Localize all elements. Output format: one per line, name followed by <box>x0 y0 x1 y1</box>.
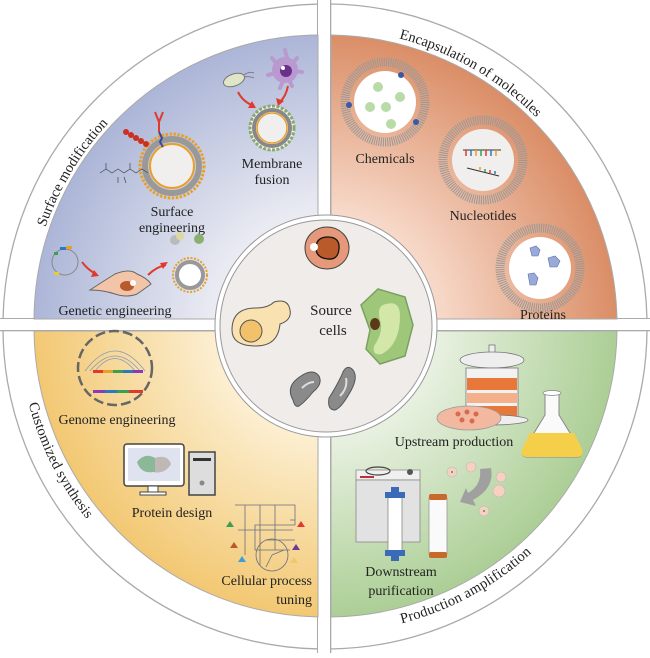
label-fusion: fusion <box>255 173 290 188</box>
label-protein-design: Protein design <box>132 506 213 521</box>
yeast-cell-icon <box>231 300 291 347</box>
membrane-fusion-illustration <box>222 48 304 152</box>
label-engineering: engineering <box>139 221 205 236</box>
proteins-vesicle-illustration <box>495 223 585 313</box>
chemicals-vesicle-illustration <box>340 57 430 147</box>
plant-cell-icon <box>360 288 414 365</box>
label-tuning: tuning <box>276 593 312 608</box>
nucleotides-vesicle-illustration <box>438 115 528 205</box>
label-proteins: Proteins <box>520 308 566 323</box>
curved-arrow-illustration <box>460 468 492 506</box>
label-downstream: Downstream <box>365 565 437 580</box>
center-label-source: Source <box>310 303 352 319</box>
surface-engineering-illustration <box>99 111 206 200</box>
genetic-engineering-illustration <box>51 232 208 297</box>
petri-dish-illustration <box>436 405 502 431</box>
bacteria-icon <box>289 366 356 411</box>
source-cells-center <box>214 214 438 438</box>
mammalian-cell-icon <box>304 226 350 270</box>
molecule-structure-icon <box>99 163 149 184</box>
label-cellular-process: Cellular process <box>221 574 312 589</box>
genome-engineering-illustration <box>76 329 154 407</box>
label-nucleotides: Nucleotides <box>450 209 517 224</box>
antibody-icon <box>154 111 164 132</box>
chromatography-column-illustration <box>385 487 405 561</box>
circuit-diagram-illustration <box>226 504 305 572</box>
computer-illustration <box>123 443 216 496</box>
linker-icon <box>158 131 164 148</box>
label-genome-engineering: Genome engineering <box>58 413 175 428</box>
engineered-vesicle-icon <box>138 132 206 200</box>
label-membrane: Membrane <box>242 157 303 172</box>
label-surface: Surface <box>151 205 194 220</box>
label-upstream-production: Upstream production <box>395 435 514 450</box>
centrifuge-illustration <box>355 466 421 543</box>
peptide-chain-icon <box>123 129 149 147</box>
immune-cell-icon <box>266 48 304 90</box>
label-chemicals: Chemicals <box>355 152 414 167</box>
label-purification: purification <box>368 584 433 599</box>
label-genetic-engineering: Genetic engineering <box>58 304 171 319</box>
fibroblast-cell-icon <box>88 270 152 297</box>
center-label-cells: cells <box>319 323 347 339</box>
bacterium-icon <box>222 72 246 88</box>
erlenmeyer-flask-illustration <box>521 390 583 458</box>
flagella-icon <box>243 71 255 79</box>
modified-vesicle-icon <box>172 257 208 293</box>
vesicles-illustration <box>446 461 507 517</box>
filter-cartridge-illustration <box>428 494 448 558</box>
